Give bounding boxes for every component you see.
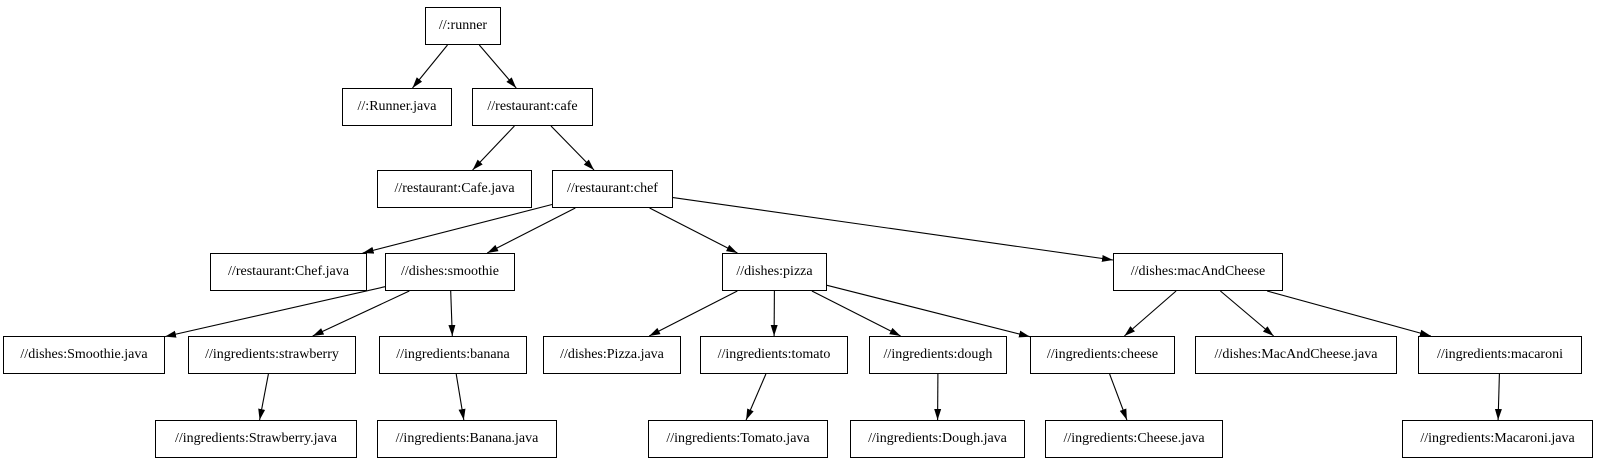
- graph-node-smoothie: //dishes:smoothie: [385, 253, 515, 291]
- graph-node-runner: //:runner: [425, 7, 501, 45]
- graph-node-label: //ingredients:Tomato.java: [666, 431, 810, 446]
- edge-runner-runner_java: [412, 44, 448, 89]
- graph-node-strawberry: //ingredients:strawberry: [188, 336, 356, 374]
- graph-node-label: //dishes:MacAndCheese.java: [1214, 347, 1378, 362]
- graph-node-macaroni: //ingredients:macaroni: [1418, 336, 1582, 374]
- graph-node-tomato: //ingredients:tomato: [700, 336, 848, 374]
- edge-smoothie-banana: [448, 290, 456, 337]
- graph-node-label: //restaurant:chef: [567, 181, 658, 196]
- graph-node-smoothie_java: //dishes:Smoothie.java: [3, 336, 165, 374]
- graph-node-label: //ingredients:Strawberry.java: [175, 431, 337, 446]
- graph-node-macaroni_java: //ingredients:Macaroni.java: [1402, 420, 1593, 458]
- graph-node-chef_java: //restaurant:Chef.java: [210, 253, 367, 291]
- edge-cafe-cafe_java: [472, 125, 515, 171]
- graph-node-label: //ingredients:Cheese.java: [1063, 431, 1205, 446]
- graph-node-label: //ingredients:Dough.java: [868, 431, 1007, 446]
- edge-cheese-cheese_java: [1109, 373, 1128, 421]
- graph-node-tomato_java: //ingredients:Tomato.java: [648, 420, 828, 458]
- edge-macandcheese-cheese: [1124, 290, 1177, 337]
- edge-banana-banana_java: [455, 373, 466, 421]
- graph-node-label: //ingredients:Banana.java: [395, 431, 539, 446]
- graph-node-pizza: //dishes:pizza: [722, 253, 827, 291]
- graph-node-label: //dishes:Pizza.java: [560, 347, 664, 362]
- edge-pizza-pizza_java: [648, 290, 738, 337]
- graph-node-label: //ingredients:Macaroni.java: [1420, 431, 1575, 446]
- graph-node-label: //dishes:macAndCheese: [1130, 264, 1266, 279]
- edge-cafe-chef: [550, 125, 595, 171]
- graph-node-label: //dishes:smoothie: [401, 264, 499, 279]
- edge-macandcheese-macandcheese_java: [1220, 290, 1274, 337]
- edge-chef-smoothie: [486, 207, 576, 254]
- edge-pizza-dough: [811, 290, 901, 337]
- graph-node-pizza_java: //dishes:Pizza.java: [543, 336, 681, 374]
- graph-node-macandcheese_java: //dishes:MacAndCheese.java: [1195, 336, 1397, 374]
- graph-node-label: //restaurant:cafe: [487, 99, 578, 114]
- edge-runner-cafe: [478, 44, 517, 89]
- graph-node-strawberry_java: //ingredients:Strawberry.java: [155, 420, 357, 458]
- graph-node-banana_java: //ingredients:Banana.java: [377, 420, 557, 458]
- graph-node-label: //ingredients:dough: [883, 347, 993, 362]
- graph-node-runner_java: //:Runner.java: [342, 88, 452, 126]
- edge-chef-macandcheese: [672, 197, 1114, 262]
- graph-node-label: //ingredients:banana: [396, 347, 510, 362]
- edge-macaroni-macaroni_java: [1494, 373, 1502, 421]
- graph-node-label: //ingredients:strawberry: [205, 347, 339, 362]
- edge-smoothie-strawberry: [312, 290, 410, 337]
- graph-node-label: //dishes:Smoothie.java: [20, 347, 148, 362]
- edge-chef-chef_java: [362, 203, 553, 254]
- edge-macandcheese-macaroni: [1266, 290, 1432, 337]
- graph-node-cafe_java: //restaurant:Cafe.java: [377, 170, 532, 208]
- graph-node-label: //restaurant:Chef.java: [228, 264, 349, 279]
- graph-node-cheese: //ingredients:cheese: [1030, 336, 1175, 374]
- graph-node-cheese_java: //ingredients:Cheese.java: [1045, 420, 1223, 458]
- edge-pizza-cheese: [826, 284, 1031, 338]
- graph-node-label: //ingredients:macaroni: [1437, 347, 1563, 362]
- graph-node-label: //dishes:pizza: [736, 264, 813, 279]
- graph-node-dough: //ingredients:dough: [869, 336, 1007, 374]
- graph-node-label: //ingredients:cheese: [1046, 347, 1159, 362]
- edge-smoothie-smoothie_java: [164, 286, 386, 338]
- graph-node-label: //ingredients:tomato: [717, 347, 831, 362]
- graph-node-cafe: //restaurant:cafe: [472, 88, 593, 126]
- graph-node-label: //:runner: [438, 18, 488, 33]
- graph-node-macandcheese: //dishes:macAndCheese: [1113, 253, 1283, 291]
- edge-chef-pizza: [649, 207, 738, 254]
- graph-node-label: //:Runner.java: [357, 99, 437, 114]
- graph-node-dough_java: //ingredients:Dough.java: [850, 420, 1025, 458]
- edge-strawberry-strawberry_java: [258, 373, 269, 421]
- graph-node-label: //restaurant:Cafe.java: [394, 181, 515, 196]
- graph-node-chef: //restaurant:chef: [552, 170, 673, 208]
- graph-node-banana: //ingredients:banana: [379, 336, 527, 374]
- edge-tomato-tomato_java: [745, 373, 767, 421]
